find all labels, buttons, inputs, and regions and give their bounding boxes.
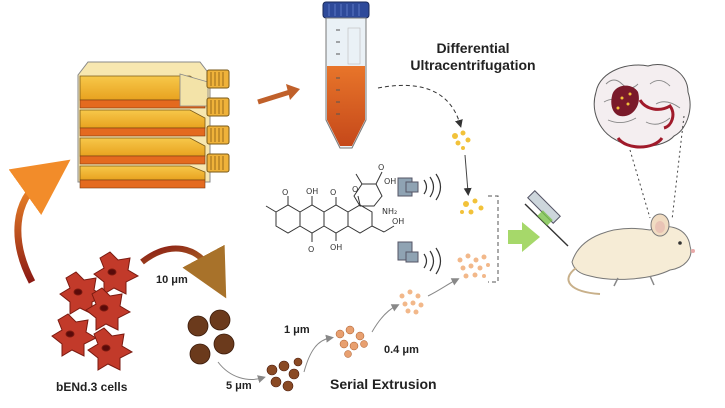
- mol-oh-2: OH: [330, 243, 342, 252]
- brain: [593, 64, 691, 149]
- vesicles-04um: [399, 289, 424, 315]
- cells-label: bENd.3 cells: [56, 380, 128, 394]
- title-line-2: Ultracentrifugation: [410, 57, 536, 73]
- mol-oh-3: OH: [392, 217, 404, 226]
- arrow-1um-to-04um: [371, 304, 400, 333]
- differential-ultracentrifugation-title: Differential Ultracentrifugation: [398, 40, 548, 74]
- cell: [87, 327, 134, 371]
- mol-o-1: O: [330, 188, 336, 197]
- size-1um-label: 1 μm: [284, 324, 310, 336]
- vesicles-cluster-2: [460, 198, 484, 215]
- flask-layer: [79, 165, 206, 189]
- arrow-10um-to-5um: [217, 361, 266, 383]
- mol-nh2: NH₂: [382, 207, 397, 216]
- size-5um-label: 5 μm: [226, 380, 252, 392]
- mol-oh-1: OH: [306, 187, 318, 196]
- syringe: [524, 190, 569, 247]
- vesicles-10um: [187, 309, 235, 365]
- ultrasound-probe-top: [397, 173, 442, 201]
- arrow-cells-to-vesicles: [140, 244, 227, 299]
- flask-caps: [179, 69, 230, 173]
- mol-o-4: O: [352, 185, 358, 194]
- molecule-labels: OH O O OH O OH O O OH NH₂: [282, 163, 404, 254]
- grouping-bracket: [488, 195, 499, 283]
- vesicles-cluster-1: [452, 130, 471, 150]
- mouse: [567, 213, 695, 295]
- mol-oh-4: OH: [384, 177, 396, 186]
- flask-layer: [79, 109, 206, 137]
- cells-cluster: [51, 251, 140, 371]
- size-04um-label: 0.4 μm: [384, 344, 419, 356]
- arrow-5um-to-1um: [303, 334, 334, 373]
- vesicles-1um: [335, 325, 368, 358]
- dashed-arrow-tube-to-vesicles: [377, 84, 463, 128]
- arrow-flask-to-tube: [257, 84, 300, 105]
- culture-flask-stack: [77, 61, 230, 189]
- cell: [85, 287, 132, 331]
- dotted-line-brain-left: [629, 149, 651, 219]
- serial-extrusion-label: Serial Extrusion: [330, 376, 437, 392]
- flask-layer: [79, 137, 206, 165]
- ultrasound-probe-bottom: [397, 241, 442, 275]
- arrow-cells-to-flasks: [8, 159, 71, 284]
- arrow-04um-to-cluster: [427, 278, 460, 297]
- centrifuge-tube: [322, 1, 370, 149]
- vesicles-cluster-3: [457, 253, 490, 279]
- mol-o-3: O: [282, 188, 288, 197]
- injection-arrow: [508, 222, 540, 252]
- title-line-1: Differential: [436, 40, 510, 56]
- size-10um-label: 10 μm: [156, 274, 188, 286]
- cell: [51, 313, 98, 357]
- mol-o-5: O: [378, 163, 384, 172]
- doxorubicin-molecule: [265, 171, 395, 242]
- arrow-vesicles-down: [463, 154, 472, 196]
- vesicles-5um: [266, 357, 303, 392]
- mol-o-2: O: [308, 245, 314, 254]
- cell: [93, 251, 140, 295]
